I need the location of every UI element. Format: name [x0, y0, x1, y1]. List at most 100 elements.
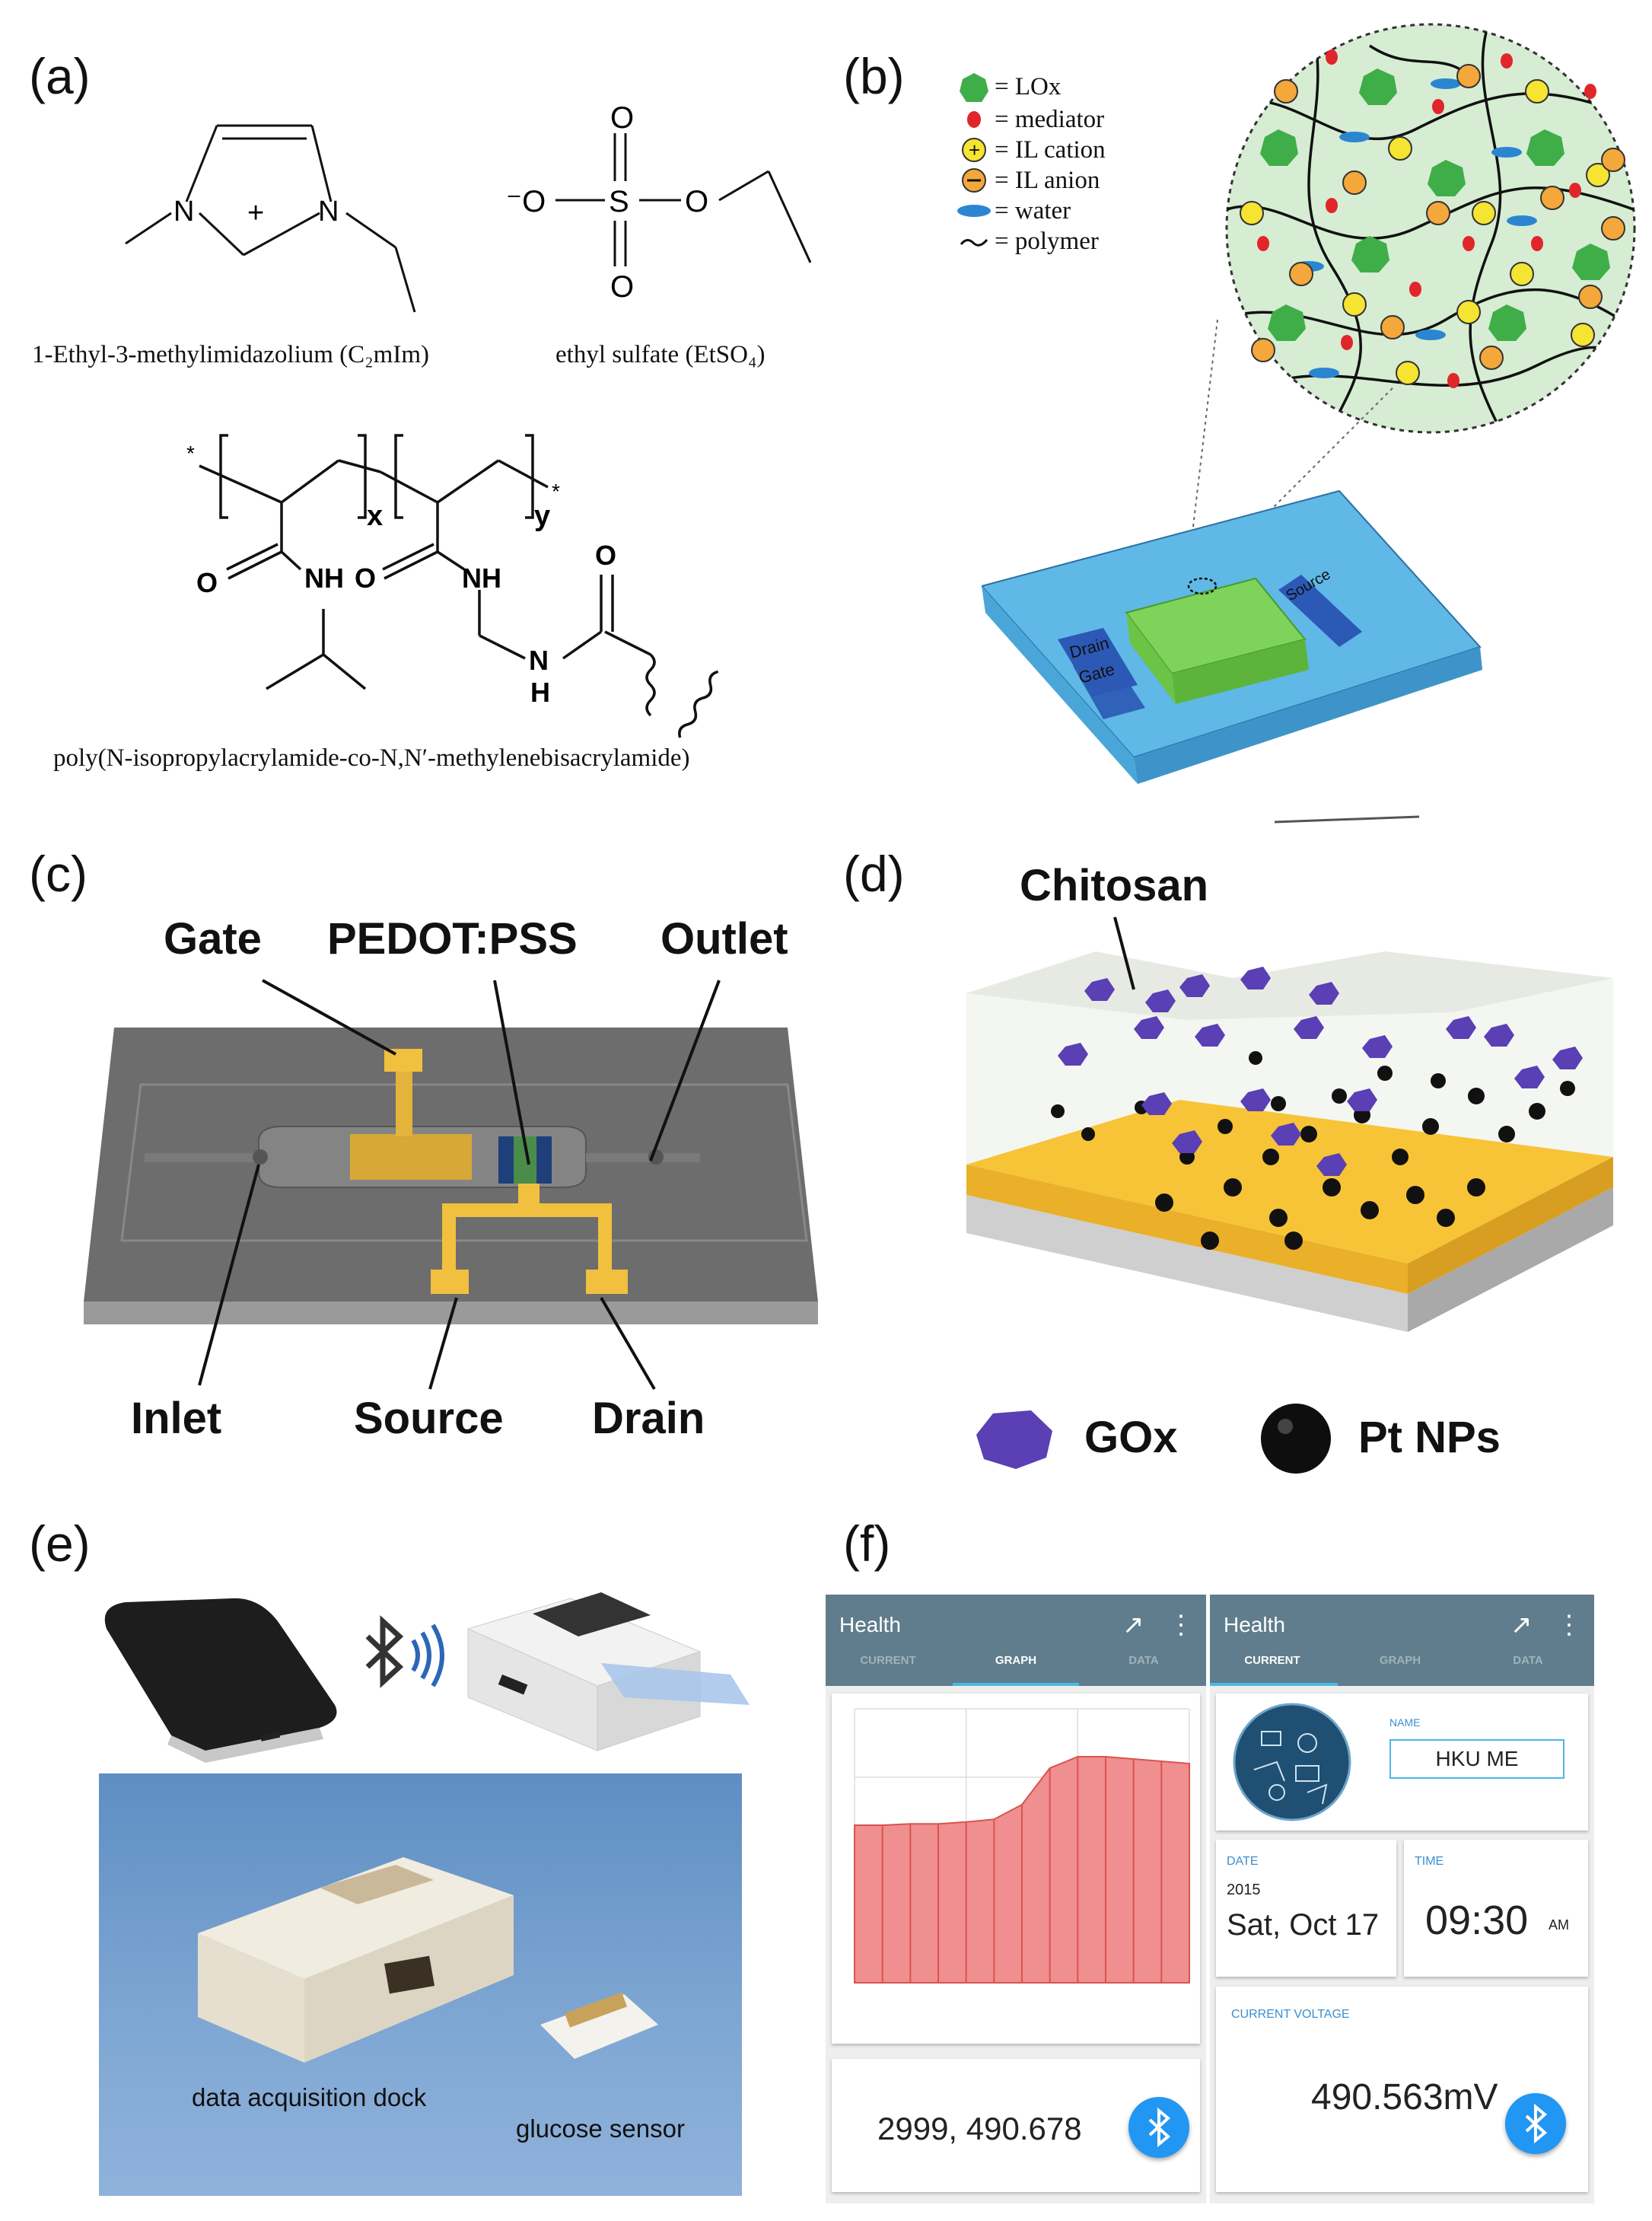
atom-nh-1: NH	[304, 562, 344, 594]
app-screen-current: Health ↗ ⋮ CURRENT GRAPH DATA NAME HKU M…	[1210, 1595, 1594, 2203]
panel-label-c: (c)	[29, 846, 88, 902]
label-inlet: Inlet	[131, 1394, 222, 1443]
app-title: Health	[839, 1613, 901, 1636]
water-icon	[957, 205, 991, 217]
pt-legend-icon	[1261, 1404, 1331, 1474]
enzyme-electrode	[966, 916, 1613, 1332]
mediator-icon	[967, 111, 981, 128]
time-label: TIME	[1415, 1855, 1444, 1868]
panel-label-a: (a)	[29, 48, 91, 104]
atom-o-top: O	[610, 101, 634, 135]
voltage-value: 490.563mV	[1311, 2077, 1498, 2117]
time-suffix: AM	[1549, 1917, 1569, 1933]
more-menu-icon[interactable]: ⋮	[1168, 1611, 1194, 1639]
profile-card: NAME HKU ME	[1216, 1694, 1588, 1831]
bluetooth-icon	[1148, 2107, 1171, 2148]
ethylsulfate-structure	[555, 133, 812, 266]
legend-item-cation: + = IL cation	[955, 135, 1206, 165]
zoom-callout-lines	[1186, 320, 1393, 579]
tab-indicator	[1210, 1683, 1338, 1686]
anion-particles	[1251, 64, 1625, 370]
tab-data[interactable]: DATA	[1128, 1654, 1159, 1667]
atom-o-minus: ⁻O	[506, 185, 546, 218]
app-title: Health	[1224, 1613, 1285, 1636]
tab-current[interactable]: CURRENT	[1244, 1654, 1300, 1667]
panel-b-legend: = LOx = mediator + = IL cation = IL anio…	[955, 70, 1206, 257]
label-gox: GOx	[1084, 1413, 1178, 1462]
label-glucose-sensor: glucose sensor	[516, 2114, 685, 2143]
time-value: 09:30	[1425, 1898, 1529, 1943]
atom-n-left: N	[173, 196, 194, 228]
atom-n-right: N	[318, 196, 339, 228]
poly-x: x	[367, 500, 383, 532]
atom-o-right: O	[685, 185, 708, 218]
polymer-structure	[199, 434, 719, 738]
tab-bar: CURRENT GRAPH DATA	[1210, 1640, 1594, 1686]
svg-text:+: +	[969, 139, 980, 161]
gel-zoom-circle	[1225, 23, 1636, 434]
panel-a-structures: N N + ⁻O S O O O	[125, 101, 812, 738]
label-outlet: Outlet	[660, 914, 788, 964]
panel-label-f: (f)	[843, 1515, 891, 1572]
voltage-card: CURRENT VOLTAGE 490.563mV	[1216, 1987, 1588, 2192]
gel-particles	[1240, 49, 1625, 388]
atom-nh-2: NH	[462, 562, 501, 594]
bluetooth-button[interactable]	[1505, 2093, 1566, 2154]
tab-graph[interactable]: GRAPH	[995, 1654, 1037, 1667]
label-gate: Gate	[164, 914, 262, 964]
readout-card: 2999, 490.678	[832, 2059, 1200, 2192]
otft-device: Drain Gate Source	[982, 489, 1482, 824]
chip-leader-lines	[198, 979, 721, 1391]
microfluidic-chip	[84, 1028, 818, 1324]
bluetooth-icon	[365, 1615, 444, 1688]
tab-graph[interactable]: GRAPH	[1379, 1654, 1421, 1667]
ring-plus: +	[247, 197, 264, 229]
anion-name: ethyl sulfate (EtSO₄)	[555, 341, 766, 368]
app-screen-graph: Health ↗ ⋮ CURRENT GRAPH DATA 2999, 490.…	[826, 1595, 1206, 2203]
anion-icon	[962, 168, 986, 193]
label-pedot: PEDOT:PSS	[327, 914, 578, 964]
cation-name: 1-Ethyl-3-methylimidazolium (C₂mIm)	[32, 341, 429, 368]
atom-o-amide-1: O	[196, 567, 218, 598]
atom-o-amide-2: O	[355, 562, 376, 594]
label-chitosan: Chitosan	[1020, 861, 1209, 910]
legend-item-polymer: = polymer	[955, 226, 1206, 257]
tab-current[interactable]: CURRENT	[860, 1654, 916, 1667]
latest-readout: 2999, 490.678	[877, 2111, 1082, 2146]
bluetooth-button[interactable]	[1128, 2097, 1189, 2158]
legend-item-mediator: = mediator	[955, 104, 1206, 135]
gox-legend-icon	[976, 1410, 1052, 1469]
legend-item-lox: = LOx	[955, 70, 1206, 104]
tab-data[interactable]: DATA	[1513, 1654, 1543, 1667]
time-card: TIME 09:30 AM	[1404, 1840, 1588, 1977]
dock-render	[466, 1592, 750, 1751]
atom-o-amide-3: O	[595, 540, 616, 571]
panel-label-e: (e)	[29, 1515, 91, 1572]
signal-waves-icon	[411, 1624, 444, 1687]
voltage-label: CURRENT VOLTAGE	[1231, 2008, 1350, 2021]
lox-icon	[960, 73, 988, 102]
cation-icon: +	[962, 138, 986, 162]
panel-label-d: (d)	[843, 846, 905, 902]
label-drain: Drain	[592, 1394, 705, 1443]
atom-o-bottom: O	[610, 270, 634, 304]
more-menu-icon[interactable]: ⋮	[1556, 1611, 1582, 1639]
bluetooth-icon	[1525, 2103, 1548, 2144]
atom-h-3: H	[530, 677, 550, 708]
poly-star-left: *	[186, 441, 195, 465]
voltage-chart	[854, 1708, 1190, 1984]
atom-s: S	[609, 185, 629, 218]
label-pt-nps: Pt NPs	[1358, 1413, 1501, 1462]
atom-n-3: N	[529, 645, 549, 676]
open-external-icon[interactable]: ↗	[1122, 1611, 1144, 1639]
pt-nanoparticles	[1051, 1051, 1575, 1250]
name-field[interactable]: HKU ME	[1389, 1739, 1564, 1779]
panel-label-b: (b)	[843, 48, 905, 104]
polymer-icon	[960, 239, 988, 247]
date-card: DATE 2015 Sat, Oct 17	[1216, 1840, 1396, 1977]
avatar	[1233, 1703, 1351, 1821]
date-label: DATE	[1227, 1855, 1259, 1868]
poly-star-right: *	[552, 480, 560, 503]
imidazolium-structure	[125, 124, 416, 313]
open-external-icon[interactable]: ↗	[1510, 1611, 1533, 1639]
